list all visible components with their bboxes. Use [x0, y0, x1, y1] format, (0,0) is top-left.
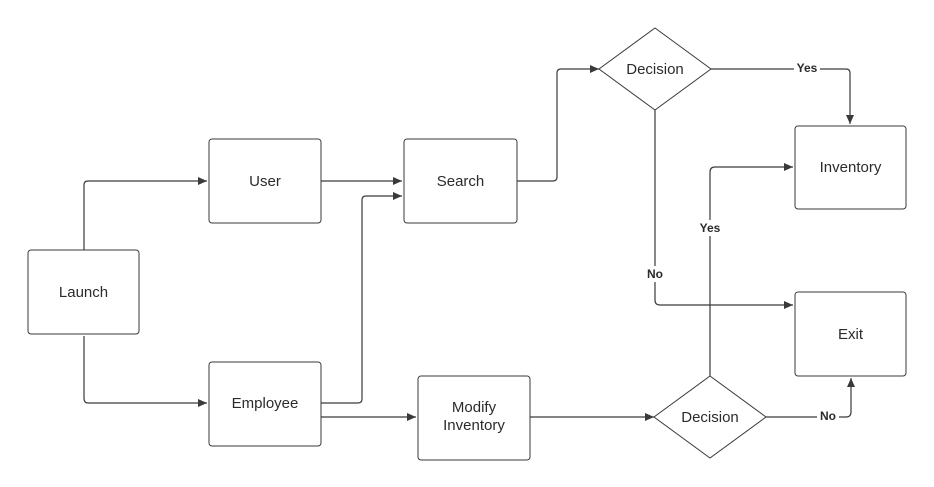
edge-launch-to-user: [83, 177, 207, 250]
modify-inventory-label-line2: Inventory: [443, 417, 505, 434]
node-inventory[interactable]: Inventory: [794, 125, 907, 210]
edge-label-bg: [697, 220, 723, 236]
edge-label-bg: [644, 266, 666, 282]
exit-box: [794, 291, 907, 377]
modify-inventory-label-line1: Modify: [452, 399, 497, 416]
edge-label-top-yes: Yes: [797, 61, 818, 75]
decision-top-label: Decision: [626, 61, 684, 78]
edge-decision-bottom-yes-to-inventory: [709, 163, 793, 376]
edge-label-bottom-yes: Yes: [700, 221, 721, 235]
node-decision-bottom[interactable]: Decision: [653, 375, 767, 459]
user-box: [208, 138, 322, 224]
user-label: User: [249, 173, 281, 190]
edge-label-bg: [794, 60, 820, 76]
inventory-box: [794, 125, 907, 210]
node-user[interactable]: User: [208, 138, 322, 224]
node-search[interactable]: Search: [403, 138, 518, 224]
edge-decision-bottom-no-to-exit: [766, 378, 855, 418]
edge-search-to-decision-top: [517, 65, 599, 182]
employee-label: Employee: [232, 395, 299, 412]
edge-launch-to-employee: [83, 336, 207, 407]
node-launch[interactable]: Launch: [27, 249, 140, 335]
edge-label-bottom-no: No: [820, 409, 836, 423]
modify-inventory-box: [417, 375, 531, 461]
decision-top-diamond: [598, 27, 712, 111]
edge-decision-top-yes-to-inventory: [711, 68, 854, 124]
employee-box: [208, 361, 322, 447]
edge-employee-to-search: [321, 192, 402, 404]
decision-bottom-diamond: [653, 375, 767, 459]
inventory-label: Inventory: [820, 159, 882, 176]
search-box: [403, 138, 518, 224]
edge-labels: Yes No Yes No: [644, 60, 839, 424]
edge-decision-top-no-to-exit: [654, 110, 793, 309]
edges: [83, 65, 855, 421]
launch-box: [27, 249, 140, 335]
edge-label-top-no: No: [647, 267, 663, 281]
decision-bottom-label: Decision: [681, 409, 739, 426]
edge-label-bg: [817, 408, 839, 424]
exit-label: Exit: [838, 326, 864, 343]
search-label: Search: [437, 173, 485, 190]
node-decision-top[interactable]: Decision: [598, 27, 712, 111]
node-exit[interactable]: Exit: [794, 291, 907, 377]
node-modify-inventory[interactable]: Modify Inventory: [417, 375, 531, 461]
node-employee[interactable]: Employee: [208, 361, 322, 447]
launch-label: Launch: [59, 284, 108, 301]
